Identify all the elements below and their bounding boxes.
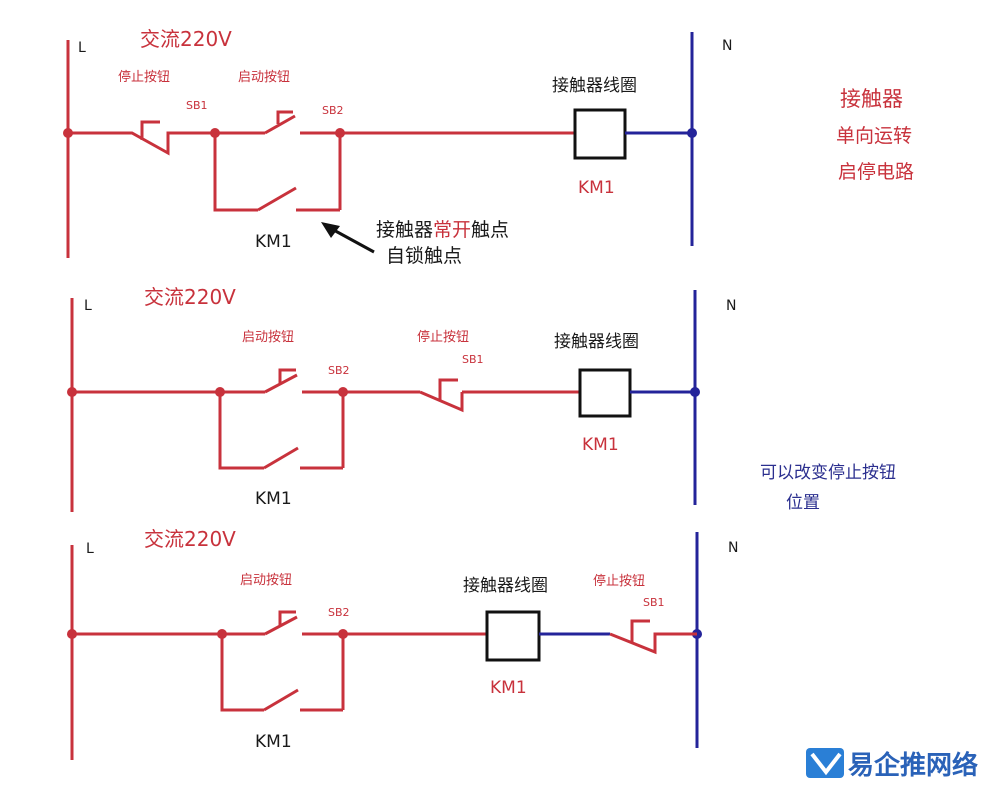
- km1-contact-1: [257, 186, 297, 212]
- latch-branch-3: [220, 634, 264, 712]
- junction-dot: [210, 128, 220, 138]
- note-line-2: 位置: [786, 493, 820, 513]
- coil-id: KM1: [490, 678, 527, 698]
- junction-dot: [215, 387, 225, 397]
- watermark-logo: 易企推网络: [806, 748, 978, 781]
- stop-button-actuator-2: [438, 378, 458, 400]
- note-line-1: 可以改变停止按钮: [760, 463, 896, 483]
- annotation-suffix: 触点: [471, 219, 509, 241]
- start-button-contact-2: [264, 373, 298, 394]
- annotation-line-2: 自锁触点: [386, 245, 462, 267]
- latch-branch-2: [218, 392, 264, 470]
- km1-contact-2: [263, 446, 299, 470]
- stop-button-id: SB1: [643, 596, 665, 609]
- watermark-text: 易企推网络: [848, 750, 978, 781]
- junction-dot: [217, 629, 227, 639]
- arrow-head-icon: [321, 222, 340, 238]
- junction-dot: [338, 629, 348, 639]
- annotation-text: 接触器常开触点: [376, 219, 509, 241]
- arrow-icon: [329, 226, 375, 254]
- start-button-actuator-1: [276, 110, 293, 124]
- contactor-coil-3: [485, 610, 541, 662]
- l-label: L: [84, 298, 92, 314]
- stop-button-label: 停止按钮: [118, 69, 170, 85]
- start-button-label: 启动按钮: [240, 573, 292, 588]
- start-button-actuator-2: [278, 368, 296, 383]
- title-line-2: 单向运转: [836, 125, 912, 147]
- n-label: N: [726, 298, 736, 314]
- coil-id: KM1: [582, 435, 619, 455]
- km1-contact-3: [263, 688, 299, 712]
- contact-id: KM1: [255, 489, 292, 509]
- start-button-id: SB2: [322, 104, 344, 117]
- stop-button-id: SB1: [186, 99, 208, 112]
- contact-id: KM1: [255, 732, 292, 752]
- logo-mark: [810, 752, 842, 776]
- contact-id: KM1: [255, 232, 292, 252]
- contactor-coil-2: [578, 368, 632, 418]
- annotation-highlight: 常开: [433, 219, 471, 241]
- title-line-3: 启停电路: [838, 161, 914, 183]
- supply-label: 交流220V: [144, 527, 236, 551]
- start-button-label: 启动按钮: [238, 70, 290, 85]
- coil-label: 接触器线圈: [554, 332, 639, 352]
- latch-branch-1: [213, 133, 258, 212]
- stop-button-id: SB1: [462, 353, 484, 366]
- stop-button-actuator-3: [630, 619, 650, 643]
- stop-button-contact-3: [609, 632, 697, 655]
- start-button-actuator-3: [278, 610, 296, 625]
- l-label: L: [78, 40, 86, 56]
- junction-dot: [338, 387, 348, 397]
- annotation-prefix: 接触器: [376, 219, 433, 241]
- start-button-contact-3: [264, 615, 298, 636]
- circuit-2: L N 交流220V 启动按钮 SB2 停止按钮 SB1 接触器线圈 KM1 K…: [67, 285, 736, 512]
- l-label: L: [86, 541, 94, 557]
- contactor-coil-1: [573, 108, 627, 160]
- supply-label: 交流220V: [140, 27, 232, 51]
- coil-label: 接触器线圈: [552, 76, 637, 96]
- title-line-1: 接触器: [840, 87, 903, 111]
- n-label: N: [722, 38, 732, 54]
- junction-dot: [335, 128, 345, 138]
- circuit-3: L N 交流220V 启动按钮 SB2 接触器线圈 KM1 停止按钮 SB1 K…: [67, 527, 738, 760]
- coil-id: KM1: [578, 178, 615, 198]
- stop-button-contact-2: [419, 390, 464, 413]
- start-button-contact-1: [264, 114, 296, 135]
- circuit-1: L N 交流220V 停止按钮 SB1 启动按钮 SB2 接触器线圈 KM1 K…: [63, 27, 732, 267]
- supply-label: 交流220V: [144, 285, 236, 309]
- start-button-id: SB2: [328, 606, 350, 619]
- start-button-id: SB2: [328, 364, 350, 377]
- stop-button-label: 停止按钮: [593, 573, 645, 589]
- stop-button-label: 停止按钮: [417, 329, 469, 345]
- stop-button-actuator-1: [140, 120, 160, 140]
- coil-label: 接触器线圈: [463, 576, 548, 596]
- n-label: N: [728, 540, 738, 556]
- stop-button-contact-1: [68, 131, 215, 156]
- start-button-label: 启动按钮: [242, 330, 294, 345]
